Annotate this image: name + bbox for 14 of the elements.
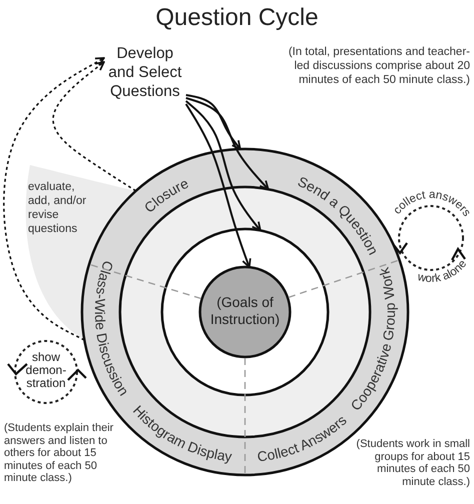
- note: (Students work in small groups for about 15 minutes of each 50 minute class.): [355, 438, 470, 488]
- arrow: [186, 97, 270, 190]
- dashed-arrow: [3, 57, 105, 341]
- note: (In total, presentations and teacher-led discussions comprise about 20 minutes of each 50 minute class.): [287, 45, 470, 87]
- arrow: [186, 94, 242, 150]
- arrow: [185, 100, 262, 232]
- step-label: Develop and Select Questions: [107, 44, 183, 101]
- title: Question Cycle: [154, 4, 320, 32]
- loop-label: evaluate, add, and/or revise questions: [28, 180, 88, 236]
- center-label: (Goals of Instruction): [209, 294, 281, 328]
- loop-label: show demon- stration: [24, 351, 68, 390]
- dashed-arrow: [52, 61, 136, 192]
- arrow: [185, 103, 252, 268]
- note: (Students explain their answers and listen to others for about 15 minutes of each 50 minute class.): [4, 422, 114, 484]
